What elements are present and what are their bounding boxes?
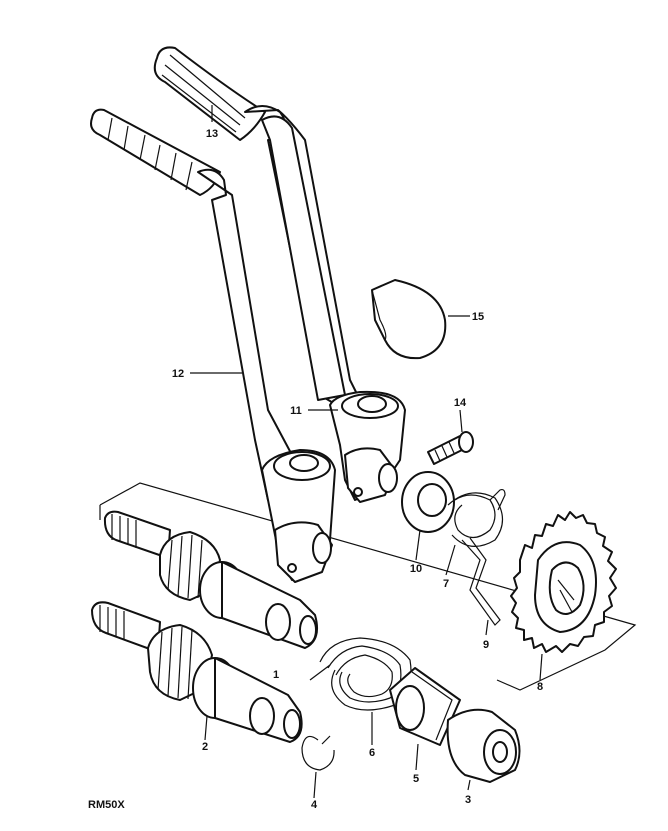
label-1: 1 — [273, 669, 279, 681]
label-10: 10 — [410, 563, 422, 575]
kick-lever-13 — [153, 46, 406, 503]
label-12: 12 — [172, 368, 184, 380]
leader-lines — [190, 105, 543, 799]
label-13: 13 — [206, 128, 218, 140]
guide-9 — [461, 537, 501, 626]
label-15: 15 — [472, 311, 484, 323]
spring-7 — [447, 488, 506, 547]
assembly-outline — [99, 482, 637, 691]
collar-3 — [446, 708, 521, 783]
bolt-14 — [427, 431, 474, 465]
kick-shaft-upper — [103, 510, 318, 649]
cover-15 — [371, 279, 447, 360]
label-5: 5 — [413, 773, 419, 785]
label-8: 8 — [537, 681, 543, 693]
label-3: 3 — [465, 794, 471, 806]
label-14: 14 — [454, 397, 467, 409]
label-6: 6 — [369, 747, 375, 759]
label-2: 2 — [202, 741, 208, 753]
label-11: 11 — [290, 405, 302, 417]
label-9: 9 — [483, 639, 489, 651]
label-7: 7 — [443, 578, 449, 590]
oil-seal-10 — [401, 471, 455, 533]
part-number-labels: 13 12 11 15 14 10 7 9 8 1 2 6 5 3 4 — [172, 128, 543, 811]
model-code: RM50X — [88, 799, 125, 811]
gear-8 — [510, 511, 617, 653]
label-4: 4 — [311, 799, 318, 811]
kick-lever-12 — [90, 108, 336, 583]
circlip-4 — [301, 735, 335, 771]
kick-shaft-1 — [91, 601, 303, 743]
